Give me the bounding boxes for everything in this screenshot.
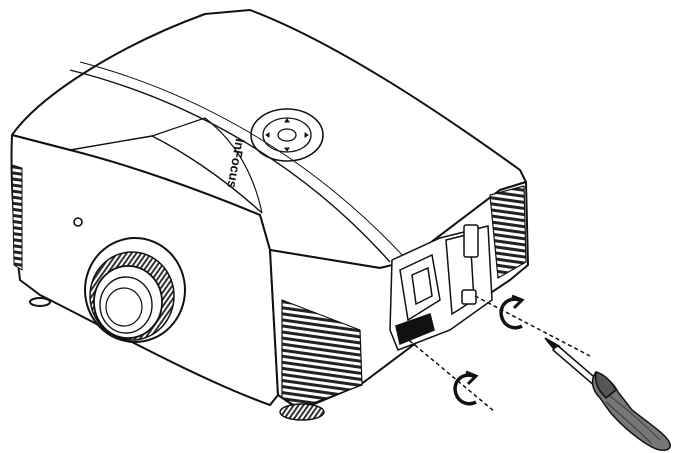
projector-icon: [10, 9, 529, 421]
keypad-icon: [250, 108, 324, 162]
screw-rotate-arrow-icon: [499, 294, 525, 330]
screw-rotate-arrow-icon-lower: [453, 370, 479, 406]
lens-icon: [84, 237, 186, 343]
screw-guide-lines: [403, 295, 591, 413]
ir-sensor-icon: [73, 217, 83, 227]
screwdriver-icon: [544, 337, 671, 451]
lamp-cover-icon: [389, 224, 493, 351]
